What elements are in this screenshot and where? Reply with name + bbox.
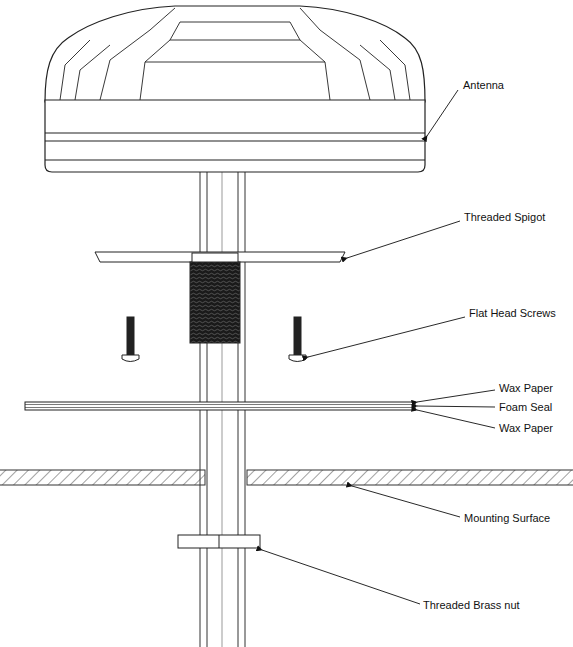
antenna-housing [45, 6, 425, 172]
brass-nut [178, 535, 260, 548]
flat-head-screw [122, 317, 306, 362]
part-label: Threaded Spigot [463, 211, 546, 224]
part-label: Antenna [462, 79, 505, 92]
part-label: Wax Paper [498, 422, 554, 435]
part-label: Mounting Surface [463, 512, 551, 525]
leader-line [262, 90, 495, 604]
foam-seal-stack [25, 402, 415, 410]
part-label: Threaded Brass nut [422, 599, 521, 612]
mounting-surface [0, 470, 573, 485]
part-label: Wax Paper [498, 382, 554, 395]
part-label: Flat Head Screws [468, 307, 557, 320]
part-label: Foam Seal [498, 401, 553, 414]
